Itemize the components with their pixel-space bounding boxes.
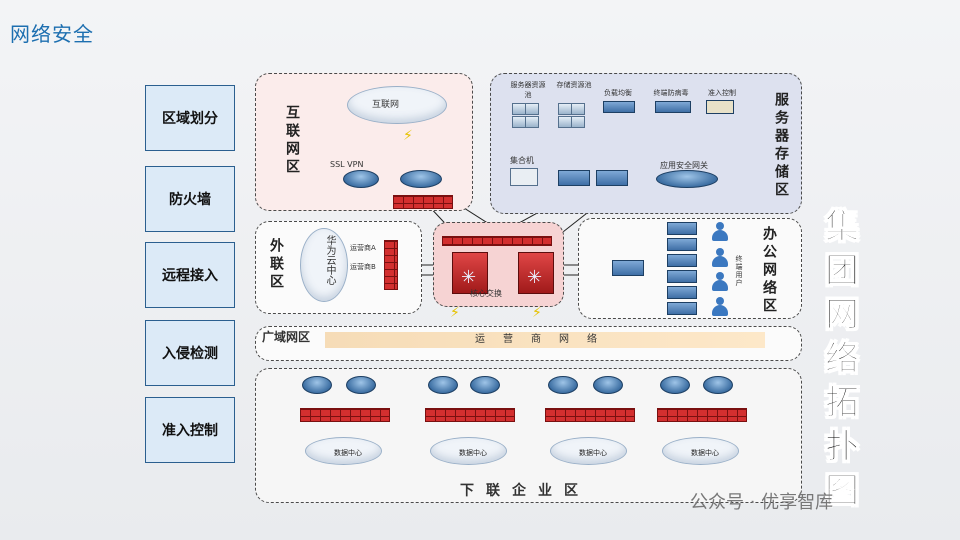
branch-router-icon bbox=[548, 376, 578, 394]
big-title-char: 图 bbox=[825, 471, 860, 512]
big-title-char: 扑 bbox=[825, 427, 860, 468]
server-icon bbox=[525, 103, 539, 115]
huawei-cloud-icon bbox=[300, 228, 348, 302]
server-switch-icon bbox=[558, 170, 590, 186]
access-switch-icon bbox=[667, 270, 697, 283]
lightning-icon: ⚡ bbox=[403, 128, 413, 144]
branch-router-icon bbox=[470, 376, 500, 394]
core-switch-icon bbox=[518, 252, 554, 294]
app-gateway-icon bbox=[656, 170, 718, 188]
zone-wan-label: 广域网区 bbox=[262, 330, 311, 344]
internet-firewall-icon bbox=[393, 195, 453, 209]
big-title-char: 拓 bbox=[825, 383, 860, 424]
btn-remote-access[interactable]: 远程接入 bbox=[145, 242, 235, 308]
data-center-label: 数据中心 bbox=[334, 449, 362, 457]
btn-intrusion-detection[interactable]: 入侵检测 bbox=[145, 320, 235, 386]
server-icon bbox=[512, 103, 526, 115]
server-pool-label: 服务器资源池 bbox=[510, 81, 546, 99]
load-balance-label: 负载均衡 bbox=[604, 89, 632, 97]
zone-server-label: 服务器存储区 bbox=[773, 92, 789, 200]
page-title: 网络安全 bbox=[10, 22, 94, 46]
access-switch-icon bbox=[667, 222, 697, 235]
branch-firewall-icon bbox=[657, 408, 747, 422]
core-switch-label: 核心交换 bbox=[470, 289, 502, 298]
branch-router-icon bbox=[593, 376, 623, 394]
nac-label: 准入控制 bbox=[708, 89, 736, 97]
data-center-label: 数据中心 bbox=[691, 449, 719, 457]
branch-router-icon bbox=[660, 376, 690, 394]
host-machine-icon bbox=[510, 168, 538, 186]
btn-access-control[interactable]: 准入控制 bbox=[145, 397, 235, 463]
load-balancer-icon bbox=[603, 101, 635, 113]
data-center-cloud-icon bbox=[430, 437, 507, 465]
big-title-char: 网 bbox=[825, 295, 860, 336]
server-icon bbox=[525, 116, 539, 128]
data-center-cloud-icon bbox=[662, 437, 739, 465]
core-switch-icon bbox=[452, 252, 488, 294]
branch-router-icon bbox=[703, 376, 733, 394]
data-center-label: 数据中心 bbox=[459, 449, 487, 457]
user-icon bbox=[712, 297, 728, 317]
btn-zone-division[interactable]: 区域划分 bbox=[145, 85, 235, 151]
nac-appliance-icon bbox=[706, 100, 734, 114]
server-switch-icon bbox=[596, 170, 628, 186]
branch-firewall-icon bbox=[545, 408, 635, 422]
storage-icon bbox=[558, 103, 572, 115]
zone-external-label: 外联区 bbox=[268, 238, 284, 292]
antivirus-appliance-icon bbox=[655, 101, 691, 113]
server-icon bbox=[512, 116, 526, 128]
internet-cloud-label: 互联网 bbox=[372, 100, 400, 110]
edge-router-icon bbox=[400, 170, 442, 188]
big-title-char: 集 bbox=[825, 207, 860, 248]
user-icon bbox=[712, 272, 728, 292]
external-firewall-icon bbox=[384, 240, 398, 290]
user-icon bbox=[712, 248, 728, 268]
operator-a-label: 运营商A bbox=[350, 244, 376, 252]
btn-firewall[interactable]: 防火墙 bbox=[145, 166, 235, 232]
branch-router-icon bbox=[302, 376, 332, 394]
storage-icon bbox=[571, 103, 585, 115]
storage-icon bbox=[558, 116, 572, 128]
office-switch-icon bbox=[612, 260, 644, 276]
diagram-big-title: 集 团 网 络 拓 扑 图 bbox=[822, 205, 862, 513]
branch-firewall-icon bbox=[300, 408, 390, 422]
zone-server-storage bbox=[490, 73, 802, 214]
huawei-cloud-label: 华为云中心 bbox=[324, 235, 335, 285]
branch-router-icon bbox=[346, 376, 376, 394]
big-title-char: 络 bbox=[825, 339, 860, 380]
storage-pool-label: 存储资源池 bbox=[556, 81, 592, 89]
operator-network-bar: 运营商网络 bbox=[325, 332, 765, 348]
user-icon bbox=[712, 222, 728, 242]
zone-office-label: 办公网络区 bbox=[761, 226, 777, 316]
terminal-users-label: 终端用户 bbox=[735, 255, 743, 287]
big-title-char: 团 bbox=[825, 251, 860, 292]
lightning-icon: ⚡ bbox=[450, 305, 460, 321]
antivirus-label: 终端防病毒 bbox=[653, 89, 689, 97]
host-label: 集合机 bbox=[510, 156, 534, 165]
access-switch-icon bbox=[667, 254, 697, 267]
operator-b-label: 运营商B bbox=[350, 263, 376, 271]
access-switch-icon bbox=[667, 286, 697, 299]
ssl-vpn-icon bbox=[343, 170, 379, 188]
data-center-cloud-icon bbox=[305, 437, 382, 465]
lightning-icon: ⚡ bbox=[532, 305, 542, 321]
app-gateway-label: 应用安全网关 bbox=[660, 161, 708, 170]
access-switch-icon bbox=[667, 302, 697, 315]
data-center-cloud-icon bbox=[550, 437, 627, 465]
branch-router-icon bbox=[428, 376, 458, 394]
zone-subordinate-label: 下联企业区 bbox=[460, 483, 590, 499]
core-firewall-icon bbox=[442, 236, 552, 246]
watermark: 公众号 · 优享智库 bbox=[690, 492, 834, 513]
ssl-vpn-label: SSL VPN bbox=[330, 160, 364, 169]
storage-icon bbox=[571, 116, 585, 128]
branch-firewall-icon bbox=[425, 408, 515, 422]
data-center-label: 数据中心 bbox=[579, 449, 607, 457]
zone-internet-label: 互联网区 bbox=[284, 105, 300, 177]
internet-cloud-icon bbox=[347, 86, 447, 124]
access-switch-icon bbox=[667, 238, 697, 251]
